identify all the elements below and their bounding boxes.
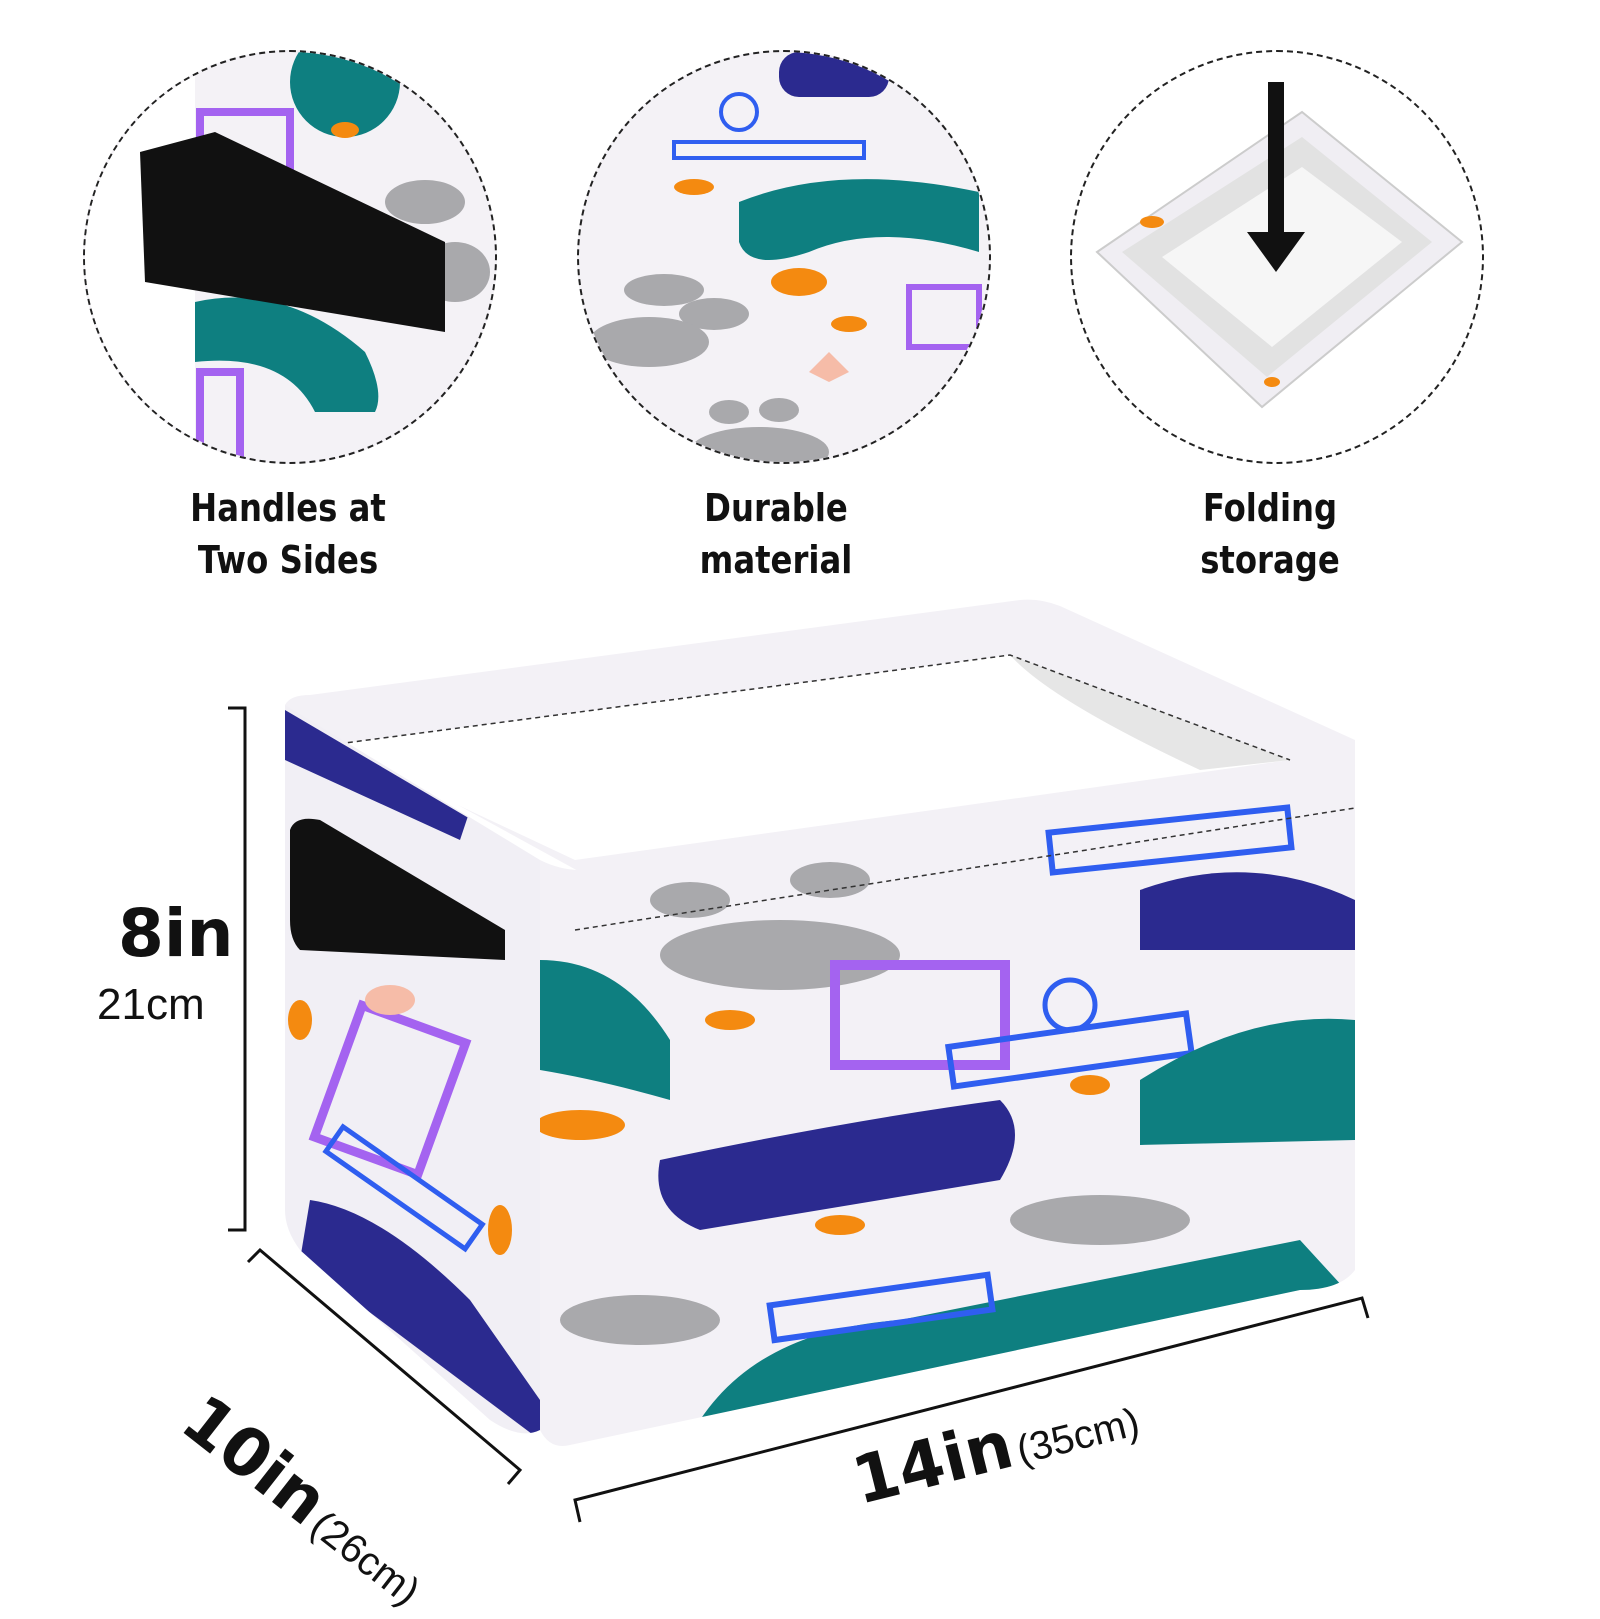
width-cm: (35cm)	[1012, 1399, 1144, 1473]
handle-closeup-image	[83, 50, 497, 464]
label-line: Two Sides	[197, 538, 379, 582]
label-line: storage	[1200, 538, 1340, 582]
depth-cm: (26cm)	[302, 1502, 428, 1614]
width-dimension: 14in (35cm)	[845, 1375, 1145, 1520]
label-line: Folding	[1202, 486, 1338, 530]
handle-icon	[85, 52, 490, 462]
feature-label-durable: Durable material	[649, 482, 904, 586]
label-line: material	[699, 538, 853, 582]
depth-dimension: 10in (26cm)	[168, 1380, 444, 1619]
fabric-icon	[589, 52, 982, 462]
height-inches: 8in	[118, 895, 234, 972]
feature-label-folding: Folding storage	[1143, 482, 1398, 586]
height-cm: 21cm	[97, 980, 205, 1029]
arrow-down-icon	[1268, 82, 1284, 242]
width-inches: 14in	[845, 1405, 1021, 1520]
depth-inches: 10in	[167, 1380, 343, 1541]
handle-icon	[290, 818, 505, 960]
label-line: Durable	[704, 486, 848, 530]
feature-label-handles: Handles at Two Sides	[161, 482, 416, 586]
label-line: Handles at	[190, 486, 386, 530]
folding-storage-image	[1070, 50, 1484, 464]
fabric-closeup-image	[577, 50, 991, 464]
folded-basket-icon	[1095, 82, 1464, 409]
